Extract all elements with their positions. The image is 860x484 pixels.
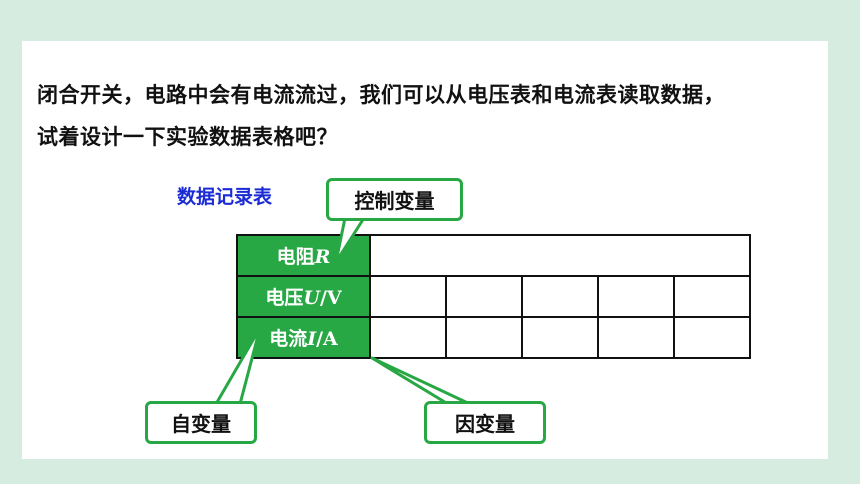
table-row-resistance: 电阻R	[236, 234, 751, 277]
row-symbol: I	[307, 328, 317, 350]
table-cell[interactable]	[597, 275, 675, 318]
paragraph-line-2: 试着设计一下实验数据表格吧？	[37, 125, 338, 149]
table-cell[interactable]	[445, 275, 523, 318]
table-cell[interactable]	[673, 275, 751, 318]
row-unit: /A	[316, 328, 338, 350]
row-label: 电压	[265, 287, 304, 309]
table-cell[interactable]	[445, 316, 523, 359]
control-pointer-tail	[334, 216, 366, 264]
row-header-voltage: 电压U/V	[236, 275, 371, 318]
data-record-table: 电阻R 电压U/V 电流I/A	[236, 234, 751, 359]
table-title: 数据记录表	[177, 186, 273, 208]
table-cell[interactable]	[369, 234, 751, 277]
row-symbol: U	[303, 287, 320, 309]
table-cell[interactable]	[521, 275, 599, 318]
table-cell[interactable]	[597, 316, 675, 359]
independent-variable-callout: 自变量	[145, 401, 257, 444]
control-variable-callout: 控制变量	[326, 178, 463, 221]
paragraph-line-1: 闭合开关，电路中会有电流流过，我们可以从电压表和电流表读取数据，	[37, 83, 725, 107]
dependent-variable-callout: 因变量	[424, 401, 546, 444]
table-row-current: 电流I/A	[236, 316, 751, 359]
row-label: 电阻	[276, 246, 315, 268]
row-header-current: 电流I/A	[236, 316, 371, 359]
table-cell[interactable]	[369, 275, 447, 318]
row-unit: /V	[319, 287, 342, 309]
table-cell[interactable]	[521, 316, 599, 359]
row-symbol: R	[314, 246, 331, 268]
table-row-voltage: 电压U/V	[236, 275, 751, 318]
dependent-pointer-tail	[370, 356, 472, 406]
table-cell[interactable]	[369, 316, 447, 359]
table-cell[interactable]	[673, 316, 751, 359]
independent-pointer-tail	[214, 326, 262, 406]
instruction-paragraph: 闭合开关，电路中会有电流流过，我们可以从电压表和电流表读取数据， 试着设计一下实…	[37, 74, 837, 158]
row-label: 电流	[269, 328, 308, 350]
